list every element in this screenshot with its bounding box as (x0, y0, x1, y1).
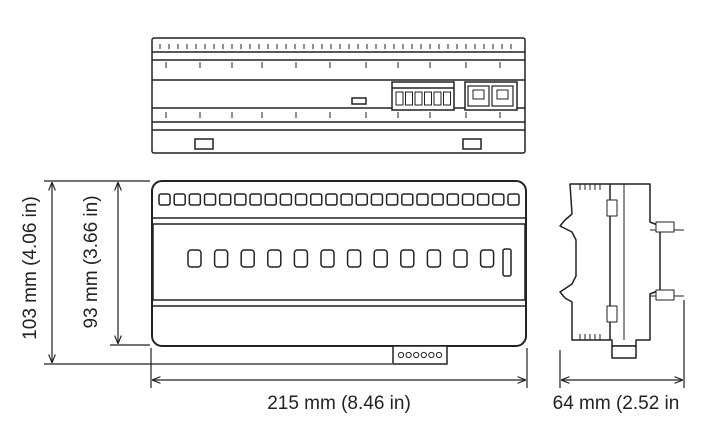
terminal-screw (446, 193, 460, 206)
inner-height-label: 93 mm (3.66 in) (81, 195, 102, 328)
channel-button (213, 249, 229, 268)
channel-button (453, 249, 468, 268)
connector-pin (428, 351, 435, 359)
outer-height-label: 103 mm (4.06 in) (20, 196, 41, 340)
terminal-screw (370, 193, 384, 206)
connector-pin (405, 351, 412, 359)
rj-port-opening (496, 89, 509, 100)
terminal-screw (340, 193, 353, 206)
connector-pin (420, 351, 427, 359)
terminal-screw (279, 193, 293, 206)
terminal-pin (414, 91, 423, 106)
connector-pin (397, 351, 405, 359)
terminal-screw (416, 193, 429, 206)
terminal-pin (443, 91, 451, 106)
terminal-screw (492, 193, 505, 206)
top-view (151, 37, 526, 154)
channel-button (373, 249, 388, 268)
terminal-pin (405, 91, 413, 106)
terminal-screw (431, 193, 444, 206)
button-row (187, 249, 495, 268)
terminal-screw (173, 193, 186, 206)
terminal-screw (264, 193, 277, 206)
terminal-screw (234, 193, 247, 206)
channel-button (293, 249, 309, 268)
channel-button (346, 249, 362, 268)
channel-button (187, 249, 202, 268)
terminal-screw (203, 193, 217, 206)
terminal-screw (325, 193, 338, 206)
terminal-pin (395, 91, 404, 106)
rj-port-opening (472, 89, 485, 100)
terminal-screw (249, 193, 262, 206)
terminal-screw (158, 193, 171, 206)
channel-button (320, 249, 335, 268)
terminal-block (391, 81, 455, 111)
terminal-screw (355, 193, 369, 206)
bottom-connector (392, 345, 448, 365)
terminal-screw (507, 193, 520, 206)
terminal-screw (476, 193, 490, 206)
terminal-screw (188, 193, 202, 206)
channel-button (479, 249, 495, 268)
rj-ports (464, 81, 518, 111)
terminal-screw (294, 193, 308, 206)
connector-pin (435, 351, 443, 359)
front-view (151, 180, 527, 365)
terminal-screw (309, 193, 323, 206)
terminal-screw (385, 193, 399, 206)
depth-label: 64 mm (2.52 in (553, 393, 680, 414)
channel-button (267, 249, 282, 268)
terminal-screw (218, 193, 232, 206)
terminal-screw (461, 193, 475, 206)
channel-button (426, 249, 442, 268)
channel-button (240, 249, 255, 268)
width-label: 215 mm (8.46 in) (267, 393, 411, 414)
terminal-screw (401, 193, 414, 206)
channel-button (400, 249, 415, 268)
dimension-lines (44, 180, 685, 388)
connector-pin (413, 351, 420, 359)
terminal-pin (424, 91, 432, 106)
terminal-pin (433, 91, 442, 106)
terminal-row (158, 193, 520, 206)
side-view (559, 183, 684, 359)
